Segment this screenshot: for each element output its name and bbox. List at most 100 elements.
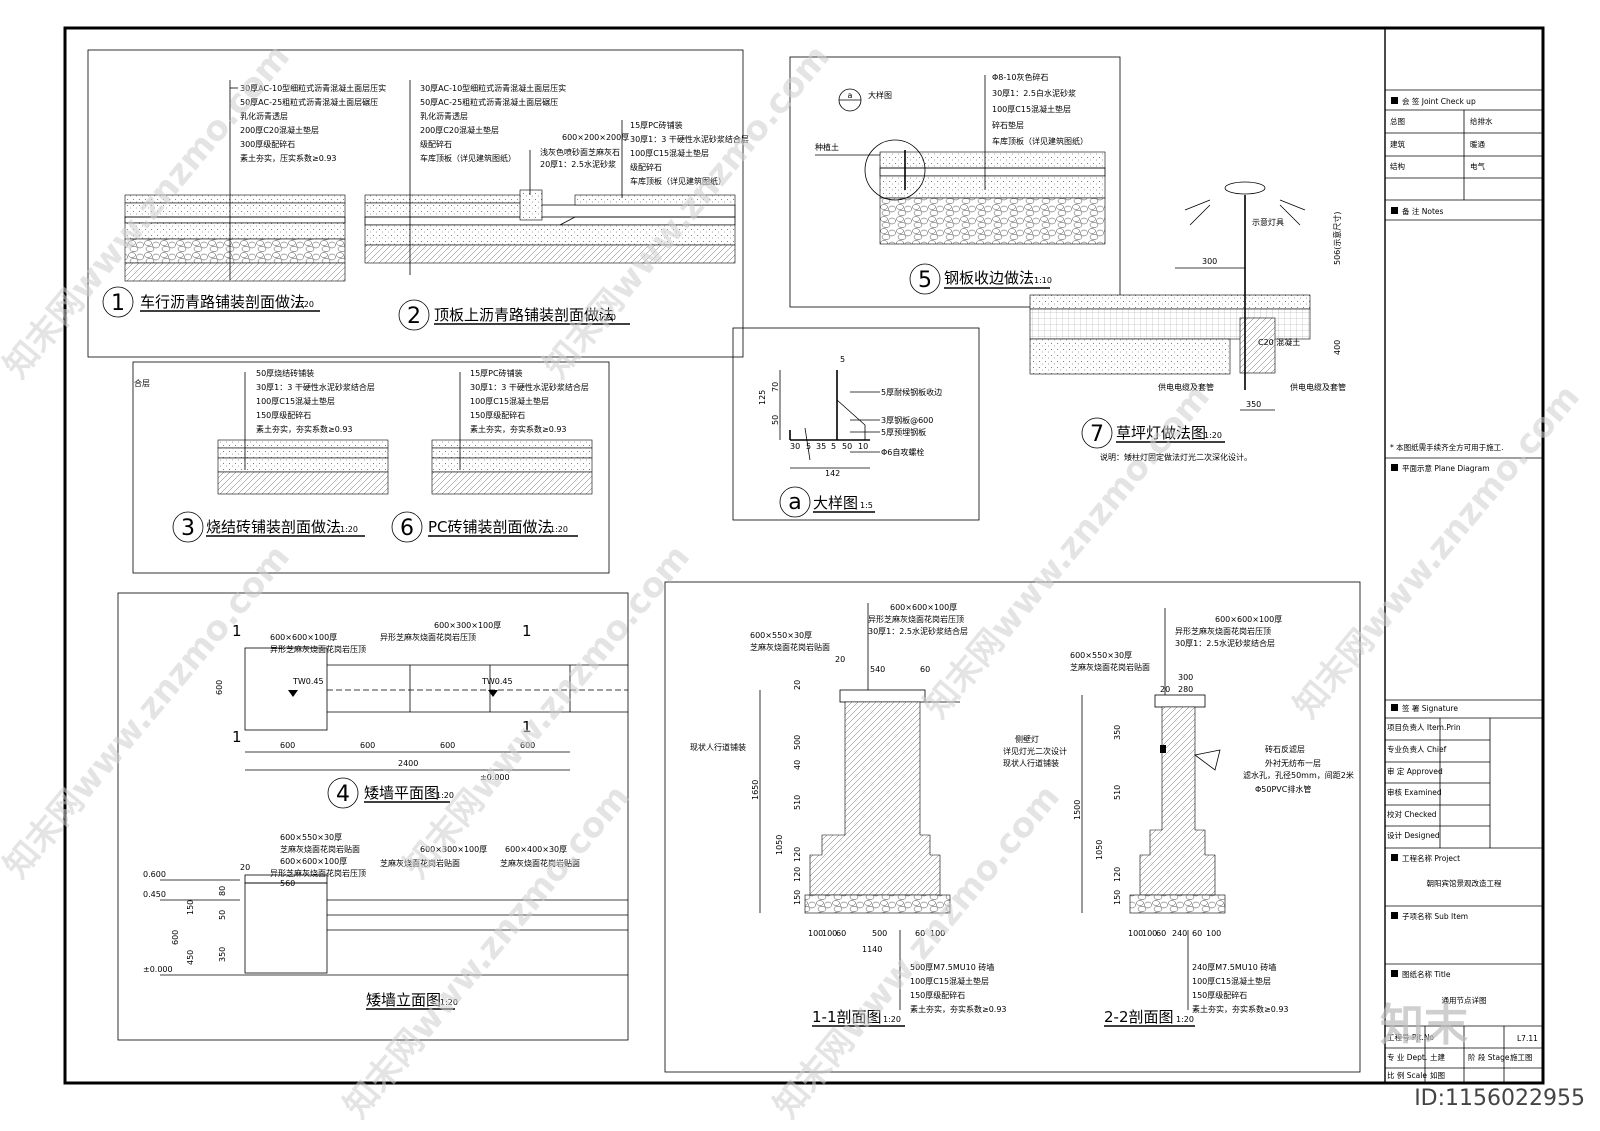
elev-dim-7: 350 bbox=[218, 947, 227, 962]
tb-stage-label: 阶 段 Stage bbox=[1468, 1052, 1510, 1062]
s2-number: 2 bbox=[407, 304, 421, 329]
sec22-dim-8: 150 bbox=[1113, 890, 1122, 905]
sa-dim-10: 142 bbox=[825, 469, 840, 478]
level-marker-icon bbox=[288, 690, 298, 697]
sec22-scale: 1:20 bbox=[1176, 1015, 1194, 1024]
sec22-dim-12: 240 bbox=[1172, 929, 1187, 938]
section-3: 50厚烧结砖铺装 30厚1：3 干硬性水泥砂浆结合层 100厚C15混凝土垫层 … bbox=[172, 368, 389, 543]
sec22-dim-11: 60 bbox=[1156, 929, 1166, 938]
s4-cut-3: 1 bbox=[522, 718, 532, 736]
title-block: 会 签 Joint Check up 总图 给排水 建筑 暖通 结构 电气 备 … bbox=[1384, 28, 1543, 1083]
elev-label-6: 600×400×30厚 bbox=[505, 845, 567, 854]
s5-callout: a bbox=[848, 91, 853, 100]
s4-dim-3: 600 bbox=[440, 741, 455, 750]
s6-layer-1: 30厚1：3 干硬性水泥砂浆结合层 bbox=[470, 382, 589, 392]
elev-title: 矮墙立面图 bbox=[366, 991, 441, 1009]
sec11-label-4: 芝麻灰烧面花岗岩贴面 bbox=[750, 642, 830, 652]
s6-number-circle bbox=[391, 511, 423, 543]
s2-pc-layer-0: 15厚PC砖铺装 bbox=[630, 120, 683, 130]
sec11-bottom-3: 素土夯实，夯实系数≥0.93 bbox=[910, 1004, 1007, 1014]
s1-title: 车行沥青路铺装剖面做法 bbox=[140, 293, 305, 311]
s4-label-2: 600×300×100厚 bbox=[434, 621, 501, 630]
s4-cut-0: 1 bbox=[232, 622, 242, 640]
watermark-6: 知末网www.znzmo.com bbox=[336, 777, 638, 1126]
sec11-dim-7: 510 bbox=[793, 795, 802, 810]
tb-stage-value: 施工图 bbox=[1510, 1052, 1533, 1062]
s4-scale: 1:20 bbox=[436, 791, 454, 800]
s7-dim-1: 506(示意尺寸) bbox=[1332, 211, 1342, 265]
tb-scale-label: 比 例 Scale bbox=[1387, 1070, 1427, 1080]
sec11-dim-5: 40 bbox=[793, 760, 802, 770]
s4-label-0: 600×600×100厚 bbox=[270, 633, 337, 642]
sec11-dim-1: 540 bbox=[870, 665, 885, 674]
sec22-title: 2-2剖面图 bbox=[1104, 1008, 1174, 1026]
sa-title: 大样图 bbox=[813, 494, 858, 512]
elev-label-4: 600×300×100厚 bbox=[420, 845, 487, 854]
s4-dim-2: 600 bbox=[360, 741, 375, 750]
s7-number: 7 bbox=[1090, 422, 1104, 447]
tb-dept-value: 土建 bbox=[1430, 1052, 1446, 1062]
sec11-scale: 1:20 bbox=[883, 1015, 901, 1024]
elev-label-2: 600×600×100厚 bbox=[280, 857, 347, 866]
tb-dwg-number: L7.11 bbox=[1517, 1034, 1538, 1043]
tb-subitem-header: 子项名称 Sub Item bbox=[1402, 911, 1468, 921]
sa-dim-8: 50 bbox=[842, 442, 852, 451]
s2-curb-size: 600×200×200厚 bbox=[562, 133, 629, 142]
tb-notes-header: 备 注 Notes bbox=[1402, 206, 1444, 216]
sec11-dim-9: 120 bbox=[793, 847, 802, 862]
s3-scale: 1:20 bbox=[340, 525, 358, 534]
s7-note: 说明：矮柱灯固定做法灯光二次深化设计。 bbox=[1100, 452, 1252, 462]
tb-plane-header: 平面示意 Plane Diagram bbox=[1402, 463, 1490, 473]
s1-layer-5: 素土夯实，压实系数≥0.93 bbox=[240, 153, 337, 163]
s2-scale: 1:20 bbox=[598, 313, 616, 322]
s6-layer-4: 素土夯实，夯实系数≥0.93 bbox=[470, 424, 567, 434]
s4-dim-4: 600 bbox=[520, 741, 535, 750]
sec22-dim-14: 100 bbox=[1206, 929, 1221, 938]
elev-dim-6: 50 bbox=[218, 910, 227, 920]
lamp-head-icon bbox=[1224, 181, 1266, 195]
s4-dim-5: 2400 bbox=[398, 759, 418, 768]
tb-scale-value: 如图 bbox=[1430, 1070, 1445, 1080]
s5-number: 5 bbox=[918, 268, 932, 293]
s7-scale: 1:20 bbox=[1204, 431, 1222, 440]
sheet-border bbox=[63, 26, 1545, 1085]
sec22-label-5: 侧壁灯 bbox=[1015, 734, 1039, 744]
s2-title: 顶板上沥青路铺装剖面做法 bbox=[434, 306, 614, 324]
tb-project: 朝阳宾馆景观改造工程 bbox=[1427, 878, 1502, 888]
tb-joint-0-0: 总图 bbox=[1390, 116, 1405, 126]
tb-sig-row-5: 设计 Designed bbox=[1387, 830, 1440, 840]
sec11-label-3: 600×550×30厚 bbox=[750, 631, 812, 640]
sec11-dim-11: 150 bbox=[793, 890, 802, 905]
s2-pc-layer-4: 车库顶板（详见建筑图纸） bbox=[630, 176, 726, 186]
s5-soil-label: 种植土 bbox=[815, 142, 839, 152]
tb-joint-2-0: 结构 bbox=[1390, 161, 1406, 171]
sa-number: a bbox=[788, 490, 801, 515]
tb-pjt-label: 工程号 Pjt.No bbox=[1387, 1033, 1434, 1042]
watermark-id: ID:1156022955 bbox=[1414, 1086, 1585, 1111]
section-1-1: 600×600×100厚 异形芝麻灰烧面花岗岩压顶 30厚1：2.5水泥砂浆结合… bbox=[690, 603, 1007, 1027]
tb-sig-row-4: 校对 Checked bbox=[1387, 809, 1437, 819]
elev-scale: 1:20 bbox=[440, 998, 458, 1007]
detail-a: 5厚耐候钢板收边 3厚钢板@600 5厚预埋钢板 Φ6自攻螺栓 5 125 70… bbox=[758, 355, 942, 518]
elev-dim-3: 450 bbox=[186, 950, 195, 965]
s3-layer-1: 30厚1：3 干硬性水泥砂浆结合层 bbox=[256, 382, 375, 392]
s2-number-circle bbox=[398, 299, 430, 331]
sec22-label-9: 外衬无纺布一层 bbox=[1265, 758, 1321, 768]
s7-dim-0: 300 bbox=[1202, 257, 1217, 266]
s1-number-circle bbox=[102, 286, 134, 318]
section-4-plan: 600×600×100厚 异形芝麻灰烧面花岗岩压顶 600×300×100厚 异… bbox=[215, 621, 628, 809]
elev-label-7: 芝麻灰烧面花岗岩贴面 bbox=[500, 858, 580, 868]
s2-layer-5: 车库顶板（详见建筑图纸） bbox=[420, 153, 516, 163]
sec11-label-1: 异形芝麻灰烧面花岗岩压顶 bbox=[868, 614, 964, 624]
s3-title: 烧结砖铺装剖面做法 bbox=[206, 518, 341, 536]
sec22-dim-5: 510 bbox=[1113, 785, 1122, 800]
section-7: 示意灯具 C20 混凝土 供电电缆及套管 供电电缆及套管 300 506(示意尺… bbox=[1029, 181, 1346, 462]
tb-dept-label: 专 业 Dept. bbox=[1387, 1052, 1427, 1062]
s5-layer-0: Φ8-10灰色碎石 bbox=[992, 72, 1048, 82]
sec22-label-1: 异形芝麻灰烧面花岗岩压顶 bbox=[1175, 626, 1271, 636]
sa-number-circle bbox=[779, 486, 811, 518]
sec11-dim-16: 60 bbox=[915, 929, 925, 938]
sec22-dim-2: 280 bbox=[1178, 685, 1193, 694]
sec22-dim-9: 100 bbox=[1128, 929, 1143, 938]
s4-number: 4 bbox=[336, 782, 350, 807]
